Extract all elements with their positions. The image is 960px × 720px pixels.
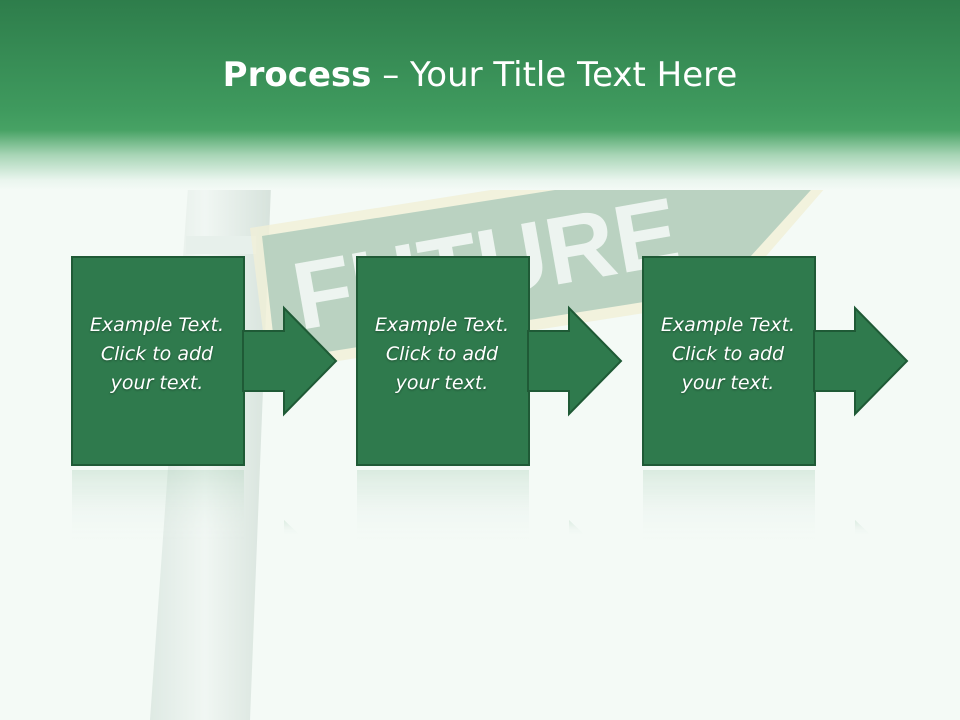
step-line-3: your text. — [110, 372, 204, 394]
process-step-1[interactable]: Example Text. Click to add your text. — [71, 256, 351, 468]
process-step-3[interactable]: Example Text. Click to add your text. — [642, 256, 922, 468]
step-line-2: Click to add — [100, 343, 214, 365]
step-line-1: Example Text. — [89, 314, 225, 336]
title-bar — [0, 0, 960, 190]
step-text[interactable]: Example Text. Click to add your text. — [71, 311, 243, 398]
step-text[interactable]: Example Text. Click to add your text. — [642, 311, 814, 398]
step-arrow-shape — [71, 256, 338, 466]
step-line-2: Click to add — [385, 343, 499, 365]
slide-title[interactable]: Process – Your Title Text Here — [0, 50, 960, 100]
step-arrow-shape — [356, 256, 623, 466]
step-2-reflection — [357, 470, 586, 540]
step-line-1: Example Text. — [660, 314, 796, 336]
step-arrow-shape — [642, 256, 909, 466]
step-line-1: Example Text. — [374, 314, 510, 336]
step-1-reflection — [72, 470, 301, 540]
title-rest: Your Title Text Here — [410, 55, 738, 95]
step-line-3: your text. — [681, 372, 775, 394]
title-dash: – — [371, 55, 411, 95]
process-step-2[interactable]: Example Text. Click to add your text. — [356, 256, 636, 468]
title-bold: Process — [222, 55, 372, 95]
step-line-2: Click to add — [671, 343, 785, 365]
step-text[interactable]: Example Text. Click to add your text. — [356, 311, 528, 398]
step-3-reflection — [643, 470, 872, 540]
step-line-3: your text. — [395, 372, 489, 394]
